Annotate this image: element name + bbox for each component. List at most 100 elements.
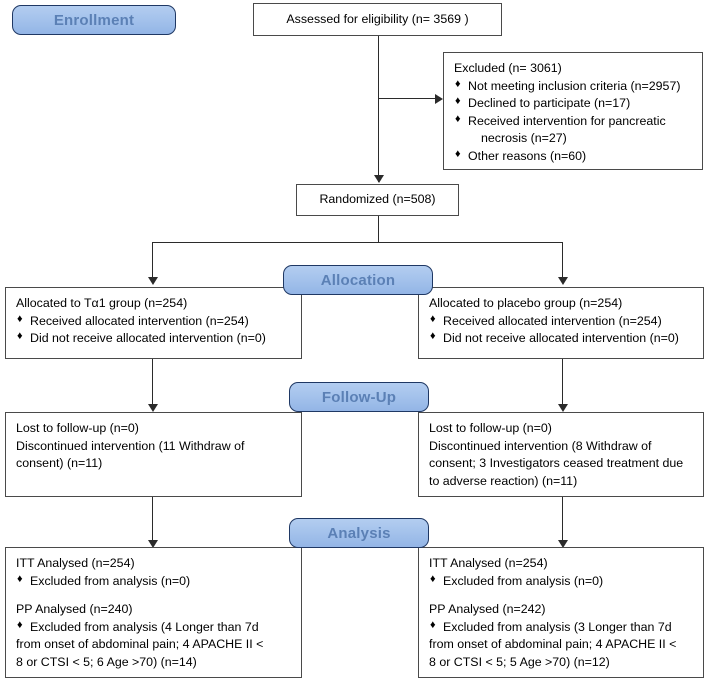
spacer [16, 590, 292, 601]
arrowhead-to-followup-right [557, 404, 568, 412]
randomized-text: Randomized (n=508) [319, 192, 436, 207]
followup-right-discontinued: Discontinued intervention (8 Withdraw of… [429, 438, 694, 491]
arrowhead-to-randomized [373, 175, 384, 183]
allocation-right-list: ♦ Received allocated intervention (n=254… [429, 313, 694, 348]
analysis-left-itt-heading: ITT Analysed (n=254) [16, 556, 135, 570]
list-item: ♦ Excluded from analysis (n=0) [429, 573, 694, 591]
arrowhead-to-allocation-right [557, 277, 568, 285]
connector-split-right-allocation [562, 242, 563, 279]
analysis-left-pp-bullet-line: Excluded from analysis (4 Longer than 7d [30, 619, 259, 634]
stage-label-followup: Follow-Up [289, 382, 429, 412]
bullet-icon: ♦ [17, 572, 23, 585]
node-allocation-left: Allocated to Tα1 group (n=254) ♦ Receive… [5, 287, 302, 359]
analysis-right-pp-bullet-line: from onset of abdominal pain; 4 APACHE I… [429, 637, 677, 652]
excluded-heading: Excluded (n= 3061) [454, 61, 562, 75]
node-assessed-for-eligibility: Assessed for eligibility (n= 3569 ) [253, 3, 502, 36]
bullet-icon: ♦ [430, 618, 436, 631]
arrowhead-to-analysis-left [147, 540, 158, 548]
list-item: ♦ Other reasons (n=60) [454, 148, 693, 166]
list-item: ♦ Excluded from analysis (3 Longer than … [429, 619, 694, 637]
list-item: ♦ Did not receive allocated intervention… [429, 330, 694, 348]
stage-label-analysis-text: Analysis [327, 524, 391, 542]
spacer [429, 590, 694, 601]
list-item: ♦ Declined to participate (n=17) [454, 95, 693, 113]
followup-right-discontinued-line: to adverse reaction) (n=11) [429, 473, 578, 488]
bullet-icon: ♦ [455, 77, 461, 90]
allocation-left-item-text: Received allocated intervention (n=254) [30, 313, 249, 328]
analysis-right-pp-bullet-line: Excluded from analysis (3 Longer than 7d [443, 619, 672, 634]
list-item: ♦ Received allocated intervention (n=254… [429, 313, 694, 331]
connector-branch-to-excluded [378, 98, 436, 99]
analysis-left-pp-bullet-line: 8 or CTSI < 5; 6 Age >70) (n=14) [16, 655, 197, 670]
followup-left-lost: Lost to follow-up (n=0) [16, 421, 139, 435]
followup-right-lost: Lost to follow-up (n=0) [429, 421, 552, 435]
bullet-icon: ♦ [17, 330, 23, 343]
excluded-reason-list: ♦ Not meeting inclusion criteria (n=2957… [454, 78, 693, 166]
list-item: ♦ Received allocated intervention (n=254… [16, 313, 292, 331]
assessed-text: Assessed for eligibility (n= 3569 ) [286, 11, 469, 26]
connector-followup-to-analysis-right [562, 497, 563, 543]
stage-label-analysis: Analysis [289, 518, 429, 548]
analysis-right-pp-heading: PP Analysed (n=242) [429, 602, 546, 617]
bullet-icon: ♦ [17, 312, 23, 325]
allocation-left-heading: Allocated to Tα1 group (n=254) [16, 296, 188, 310]
analysis-left-pp-list: ♦ Excluded from analysis (4 Longer than … [16, 619, 292, 637]
followup-right-discontinued-line: Discontinued intervention (8 Withdraw of [429, 438, 652, 453]
followup-right-discontinued-line: consent; 3 Investigators ceased treatmen… [429, 456, 684, 471]
followup-left-discontinued-line: Discontinued intervention (11 Withdraw o… [16, 438, 245, 453]
allocation-right-item-text: Received allocated intervention (n=254) [443, 313, 662, 328]
analysis-right-itt-bullet-text: Excluded from analysis (n=0) [443, 573, 604, 588]
excluded-reason-text: Other reasons (n=60) [468, 149, 587, 164]
connector-randomized-down [378, 216, 379, 242]
allocation-right-item-text: Did not receive allocated intervention (… [443, 331, 679, 346]
excluded-reason-text-cont: necrosis (n=27) [481, 131, 567, 146]
bullet-icon: ♦ [455, 112, 461, 125]
stage-label-allocation: Allocation [283, 265, 433, 295]
analysis-right-pp-list: ♦ Excluded from analysis (3 Longer than … [429, 619, 694, 637]
allocation-left-item-text: Did not receive allocated intervention (… [30, 331, 266, 346]
node-randomized: Randomized (n=508) [296, 184, 459, 216]
node-excluded: Excluded (n= 3061) ♦ Not meeting inclusi… [443, 52, 703, 170]
analysis-left-pp-bullet-line: from onset of abdominal pain; 4 APACHE I… [16, 637, 264, 652]
node-followup-left: Lost to follow-up (n=0) Discontinued int… [5, 412, 302, 497]
analysis-right-itt-list: ♦ Excluded from analysis (n=0) [429, 573, 694, 591]
list-item: ♦ Did not receive allocated intervention… [16, 330, 292, 348]
stage-label-enrollment-text: Enrollment [53, 11, 135, 29]
node-analysis-left: ITT Analysed (n=254) ♦ Excluded from ana… [5, 547, 302, 678]
arrowhead-to-followup-left [147, 404, 158, 412]
list-item: ♦ Excluded from analysis (n=0) [16, 573, 292, 591]
connector-allocation-to-followup-right [562, 359, 563, 407]
bullet-icon: ♦ [430, 330, 436, 343]
excluded-reason-text: Declined to participate (n=17) [468, 96, 631, 111]
bullet-icon: ♦ [17, 618, 23, 631]
list-item: ♦ Excluded from analysis (4 Longer than … [16, 619, 292, 637]
bullet-icon: ♦ [430, 312, 436, 325]
connector-split-bar-allocation [152, 242, 563, 243]
node-followup-right: Lost to follow-up (n=0) Discontinued int… [418, 412, 704, 497]
followup-left-discontinued-line: consent) (n=11) [16, 456, 103, 471]
connector-assessed-to-randomized [378, 36, 379, 182]
bullet-icon: ♦ [455, 148, 461, 161]
node-allocation-right: Allocated to placebo group (n=254) ♦ Rec… [418, 287, 704, 359]
stage-label-enrollment: Enrollment [12, 5, 176, 35]
node-analysis-right: ITT Analysed (n=254) ♦ Excluded from ana… [418, 547, 704, 678]
connector-allocation-to-followup-left [152, 359, 153, 407]
list-item: ♦ Not meeting inclusion criteria (n=2957… [454, 78, 693, 96]
arrowhead-to-excluded [435, 93, 443, 104]
allocation-right-heading: Allocated to placebo group (n=254) [429, 296, 623, 310]
connector-followup-to-analysis-left [152, 497, 153, 543]
connector-split-left-allocation [152, 242, 153, 279]
bullet-icon: ♦ [430, 572, 436, 585]
list-item: ♦ Received intervention for pancreatic n… [454, 113, 693, 148]
arrowhead-to-allocation-left [147, 277, 158, 285]
excluded-reason-text: Received intervention for pancreatic [468, 113, 666, 128]
stage-label-followup-text: Follow-Up [321, 388, 397, 406]
analysis-right-pp-bullet-line: 8 or CTSI < 5; 5 Age >70) (n=12) [429, 655, 610, 670]
stage-label-allocation-text: Allocation [320, 271, 396, 289]
bullet-icon: ♦ [455, 95, 461, 108]
arrowhead-to-analysis-right [557, 540, 568, 548]
analysis-left-pp-heading: PP Analysed (n=240) [16, 602, 133, 617]
analysis-left-itt-list: ♦ Excluded from analysis (n=0) [16, 573, 292, 591]
allocation-left-list: ♦ Received allocated intervention (n=254… [16, 313, 292, 348]
